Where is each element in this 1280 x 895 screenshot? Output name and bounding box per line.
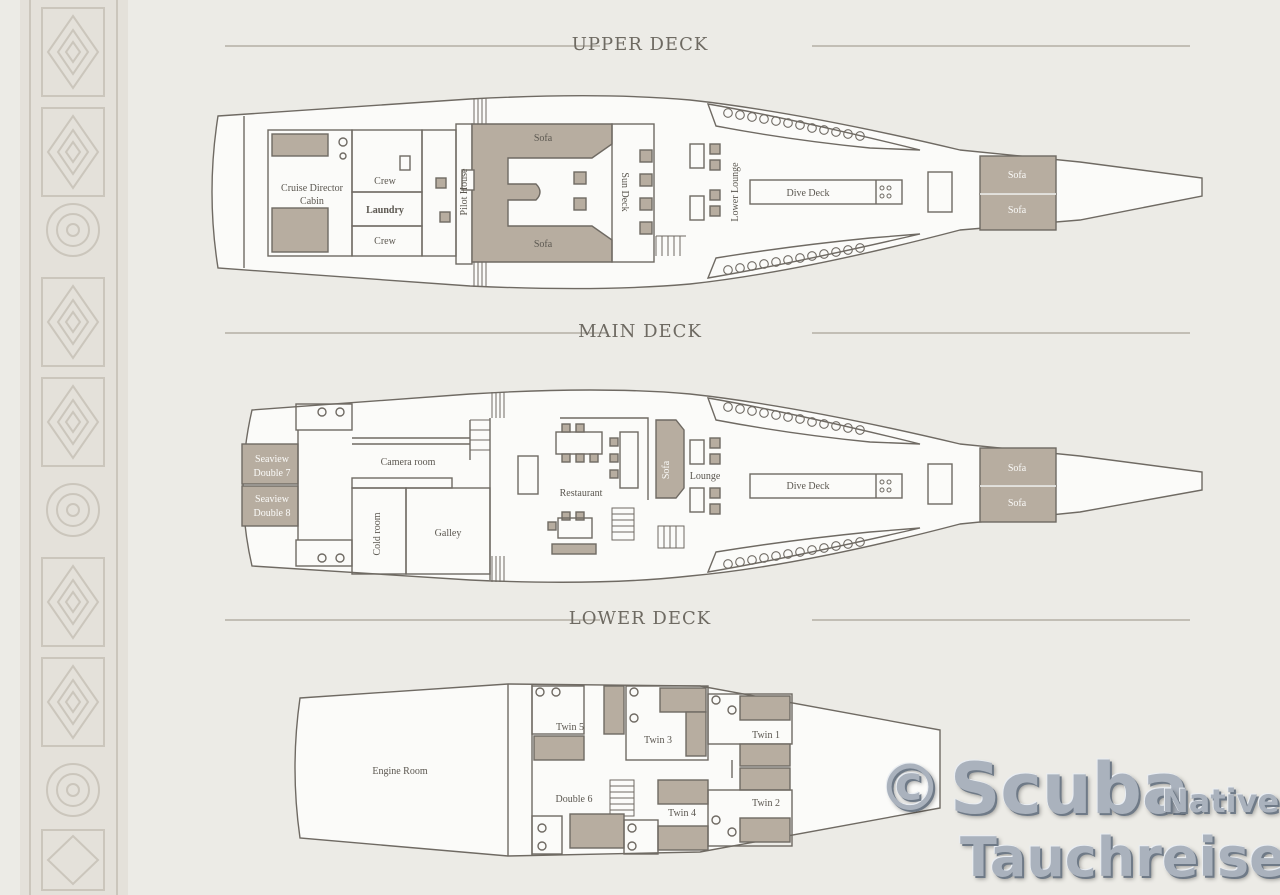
lower-deck-title: LOWER DECK — [568, 608, 712, 629]
title-rules — [225, 45, 1190, 621]
upper-deck — [211, 95, 1203, 290]
label-sofa: Sofa — [1008, 498, 1027, 509]
restaurant-sofa — [655, 419, 685, 499]
label-double-7: Double 7 — [254, 468, 291, 479]
main-deck — [241, 389, 1203, 583]
label-cold-room: Cold room — [372, 512, 383, 555]
toilet-icon — [317, 553, 327, 563]
toilet-icon — [335, 407, 345, 417]
toilet-icon — [338, 137, 348, 147]
sun-deck-tables — [573, 149, 653, 235]
porthole-rail — [706, 233, 921, 279]
stairs — [609, 779, 635, 817]
label-sofa: Sofa — [534, 133, 553, 144]
label-dive-deck: Dive Deck — [786, 481, 829, 492]
toilet-icon — [627, 841, 637, 851]
toilet-icon — [551, 687, 561, 697]
label-sun-deck: Sun Deck — [619, 172, 630, 211]
label-restaurant: Restaurant — [560, 488, 603, 499]
label-twin-2: Twin 2 — [752, 798, 780, 809]
stairs — [611, 507, 635, 541]
toilet-icon — [727, 827, 737, 837]
label-double-6: Double 6 — [556, 794, 593, 805]
toilet-icon — [711, 695, 721, 705]
label-galley: Galley — [435, 528, 462, 539]
toilet-icon — [629, 713, 639, 723]
main-deck-hull — [242, 389, 1203, 583]
label-twin-4: Twin 4 — [668, 808, 696, 819]
watermark-copyright: © — [878, 752, 942, 826]
upper-deck-title: UPPER DECK — [571, 34, 709, 55]
stairs — [470, 392, 505, 582]
watermark-tauchreisen: Tauchreisen — [960, 826, 1280, 889]
upper-deck-hull — [211, 95, 1203, 290]
toilet-icon — [627, 823, 637, 833]
lower-deck — [294, 683, 941, 857]
label-lower-lounge: Lower Lounge — [730, 162, 741, 222]
toilet-icon — [711, 815, 721, 825]
lower-deck-hull — [294, 683, 941, 857]
watermark-brand-small: Native — [1162, 782, 1280, 820]
stairs — [657, 525, 685, 549]
label-twin-5: Twin 5 — [556, 722, 584, 733]
label-crew: Crew — [374, 236, 396, 247]
toilet-icon — [535, 687, 545, 697]
label-crew: Crew — [374, 176, 396, 187]
sun-deck-sofa — [471, 123, 613, 263]
label-sofa: Sofa — [1008, 463, 1027, 474]
toilet-icon — [537, 841, 547, 851]
porthole-rail — [706, 527, 921, 573]
label-camera-room: Camera room — [381, 457, 436, 468]
label-laundry: Laundry — [366, 205, 404, 216]
label-lounge: Lounge — [690, 471, 721, 482]
toilet-icon — [537, 823, 547, 833]
bed — [271, 133, 329, 157]
tribal-border-pattern — [20, 0, 128, 895]
stairs — [473, 98, 487, 287]
bed — [271, 207, 329, 253]
watermark-brand: Scuba — [950, 748, 1190, 830]
toilet-icon — [727, 705, 737, 715]
label-twin-3: Twin 3 — [644, 735, 672, 746]
label-seaview: Seaview — [255, 454, 290, 465]
label-cruise-director-cabin: Cabin — [300, 196, 324, 207]
label-sofa: Sofa — [534, 239, 553, 250]
label-pilot-house: Pilot House — [459, 168, 470, 216]
toilet-icon — [317, 407, 327, 417]
stairs — [655, 235, 686, 256]
label-double-8: Double 8 — [254, 508, 291, 519]
label-dive-deck: Dive Deck — [786, 188, 829, 199]
label-sofa: Sofa — [1008, 170, 1027, 181]
label-sofa: Sofa — [661, 460, 672, 479]
shower-icon — [879, 185, 892, 493]
label-twin-1: Twin 1 — [752, 730, 780, 741]
label-sofa: Sofa — [1008, 205, 1027, 216]
toilet-icon — [339, 152, 347, 160]
label-seaview: Seaview — [255, 494, 290, 505]
toilet-icon — [399, 155, 411, 171]
toilet-icon — [335, 553, 345, 563]
toilet-icon — [629, 687, 639, 697]
label-cruise-director: Cruise Director — [281, 183, 344, 194]
label-engine-room: Engine Room — [372, 766, 427, 777]
main-deck-title: MAIN DECK — [578, 321, 702, 342]
